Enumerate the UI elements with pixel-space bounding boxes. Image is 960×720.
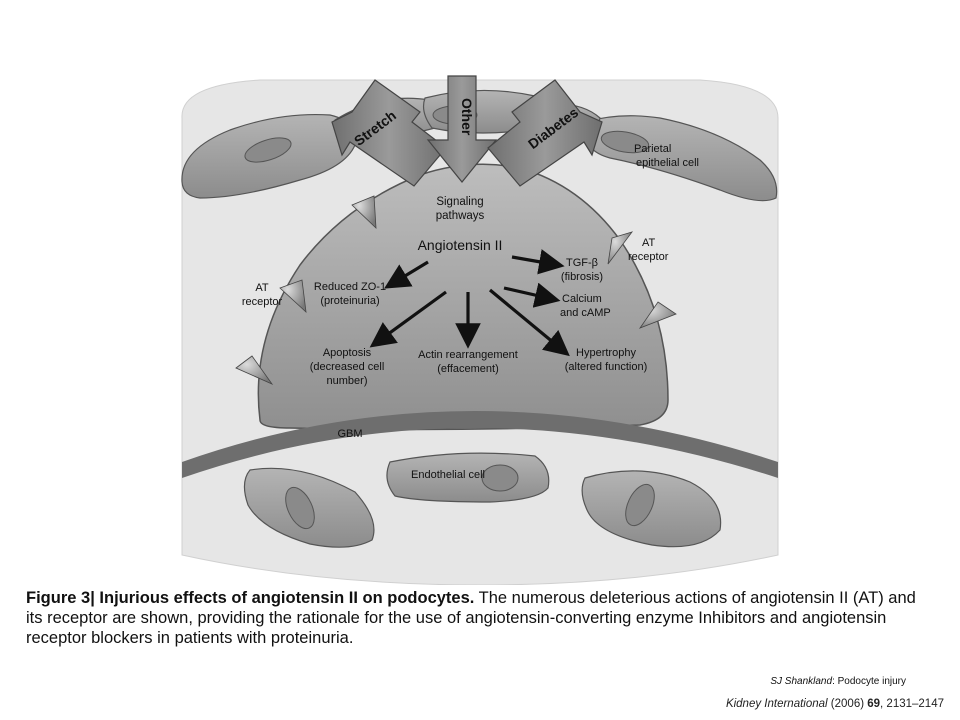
stretch-arrow <box>331 79 447 187</box>
caption-figure-number: Figure 3 <box>26 589 91 607</box>
actin-label-2: (effacement) <box>437 363 499 375</box>
receptor-cone-left <box>279 279 307 314</box>
credit-topic: : Podocyte injury <box>832 676 906 687</box>
figure-caption: Figure 3| Injurious effects of angiotens… <box>26 588 931 648</box>
arrow-to-tgf <box>511 249 565 275</box>
other-arrow <box>426 75 498 183</box>
gbm-label: GBM <box>337 428 362 440</box>
parietal-label-1: Parietal <box>634 143 671 155</box>
journal-citation: Kidney International (2006) 69, 2131–214… <box>726 698 944 710</box>
receptor-cone-right <box>607 231 634 265</box>
calcium-label-2: and cAMP <box>560 307 611 319</box>
tgf-label-2: (fibrosis) <box>561 271 603 283</box>
journal-name: Kidney International <box>725 698 828 710</box>
receptor-right-label-1: AT <box>642 237 656 249</box>
podocyte-diagram: Stretch Other Diabetes Signaling pathway… <box>181 75 779 585</box>
caption-separator: | <box>90 589 95 607</box>
journal-volume: 69 <box>867 698 881 710</box>
apoptosis-label-1: Apoptosis <box>323 347 372 359</box>
apoptosis-label-2: (decreased cell <box>310 361 385 373</box>
parietal-label-2: epithelial cell <box>636 157 699 169</box>
at-receptors <box>235 195 677 385</box>
receptor-right-label-2: receptor <box>628 251 669 263</box>
hypertrophy-label-2: (altered function) <box>565 361 648 373</box>
credit-author: SJ Shankland <box>770 676 833 687</box>
calcium-label-1: Calcium <box>562 293 602 305</box>
receptor-cone-top-left <box>351 195 377 229</box>
parietal-nucleus-left <box>244 137 292 163</box>
zo1-label-1: Reduced ZO-1 <box>314 281 386 293</box>
other-label: Other <box>459 98 475 136</box>
arrow-to-apoptosis <box>369 290 447 348</box>
caption-body: The numerous deleterious actions of angi… <box>26 589 916 647</box>
receptor-left-label-2: receptor <box>242 296 283 308</box>
receptor-cone-bottom-right <box>638 301 677 329</box>
receptor-cone-bottom-left <box>235 355 274 385</box>
journal-pages: , 2131–2147 <box>880 698 944 710</box>
arrow-to-calcium <box>503 282 561 308</box>
endothelial-nucleus-left <box>285 486 315 530</box>
angiotensin-label: Angiotensin II <box>418 237 503 253</box>
actin-label-1: Actin rearrangement <box>418 349 518 361</box>
endothelial-nucleus-right <box>625 483 655 527</box>
apoptosis-label-3: number) <box>327 375 368 387</box>
author-credit: SJ Shankland: Podocyte injury <box>770 676 906 687</box>
journal-year: (2006) <box>830 698 865 710</box>
signaling-label-2: pathways <box>436 210 485 222</box>
endothelial-nucleus-center <box>481 464 519 492</box>
arrow-to-hypertrophy <box>488 288 570 357</box>
zo1-label-2: (proteinuria) <box>320 295 379 307</box>
caption-title: Injurious effects of angiotensin II on p… <box>99 589 475 607</box>
arrow-to-zo1 <box>384 260 429 289</box>
endothelial-cells <box>243 452 722 548</box>
diabetes-arrow <box>487 79 603 187</box>
hypertrophy-label-1: Hypertrophy <box>576 347 636 359</box>
input-arrows: Stretch Other Diabetes <box>331 75 603 187</box>
gbm-band <box>182 411 778 478</box>
receptor-left-label-1: AT <box>255 282 269 294</box>
signaling-label-1: Signaling <box>436 196 483 208</box>
effect-arrows <box>369 249 570 357</box>
parietal-nucleus-right <box>600 130 650 154</box>
tgf-label-1: TGF-β <box>566 257 598 269</box>
endothelial-label: Endothelial cell <box>411 469 485 481</box>
